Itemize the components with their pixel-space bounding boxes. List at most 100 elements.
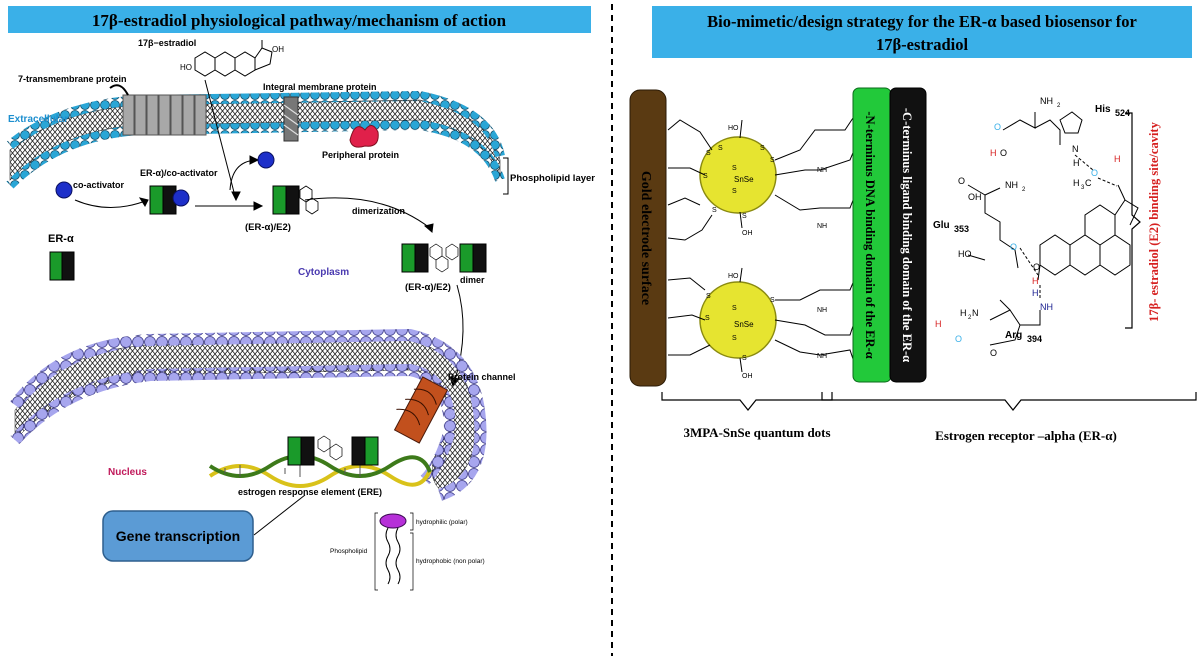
dimer-label: dimer: [460, 275, 485, 285]
svg-text:NH: NH: [817, 307, 827, 314]
svg-text:H: H: [1032, 288, 1039, 298]
hydrophobic-label: hydrophobic (non polar): [416, 558, 485, 565]
svg-text:S: S: [705, 315, 710, 322]
svg-text:S: S: [718, 145, 723, 152]
svg-text:S: S: [706, 293, 711, 300]
svg-text:S: S: [770, 157, 775, 164]
er-alpha-green: [49, 251, 63, 281]
svg-text:O: O: [1000, 148, 1007, 158]
er-e2-dimer-label: (ER-α)/E2): [405, 282, 451, 293]
receptor-label: Estrogen receptor –alpha (ER-α): [935, 428, 1117, 443]
c-terminus-bar: [889, 87, 927, 383]
svg-text:N: N: [1072, 144, 1079, 154]
svg-text:O: O: [990, 348, 997, 358]
phospholipid-layer-label: Phospholipid layer: [510, 173, 595, 184]
seven-tm-label: 7-transmembrane protein: [18, 74, 127, 84]
er-e2-black: [285, 185, 300, 215]
phospholipid-brace: [503, 157, 509, 195]
peripheral-protein: [349, 125, 379, 148]
svg-text:O: O: [955, 334, 962, 344]
svg-text:HO: HO: [728, 273, 739, 280]
left-title-bar: [8, 6, 591, 33]
svg-text:S: S: [732, 335, 737, 342]
svg-text:394: 394: [1027, 334, 1042, 344]
gene-transcription-label: Gene transcription: [116, 528, 240, 544]
svg-text:OH: OH: [968, 192, 982, 202]
peripheral-label: Peripheral protein: [322, 150, 399, 160]
binding-site-brace: [1125, 112, 1141, 329]
svg-text:NH: NH: [817, 167, 827, 174]
estradiol-label: 17β−estradiol: [138, 38, 196, 48]
svg-text:His: His: [1095, 104, 1111, 115]
svg-text:O: O: [1091, 168, 1098, 178]
svg-text:HO: HO: [728, 125, 739, 132]
n-terminus-label: -N-terminus DNA binding domain of the ER…: [863, 111, 877, 358]
svg-text:C: C: [1085, 178, 1092, 188]
svg-text:S: S: [732, 188, 737, 195]
er-complex-coactivator: [172, 189, 190, 207]
integral-membrane-protein: [283, 96, 299, 142]
ere-label: estrogen response element (ERE): [238, 487, 382, 497]
quantum-dots-brace: [661, 392, 833, 411]
nucleus-label: Nucleus: [108, 467, 147, 478]
nuclear-membrane: [10, 328, 487, 501]
left-title: 17β-estradiol physiological pathway/mech…: [92, 11, 507, 30]
svg-text:O: O: [958, 176, 965, 186]
hydrogen-bonds: [1019, 154, 1118, 300]
right-title-line2: 17β-estradiol: [876, 35, 969, 54]
gene-connector: [253, 494, 306, 536]
snse-bottom: SnSe: [734, 320, 754, 329]
svg-text:O: O: [1033, 262, 1040, 272]
svg-text:H: H: [935, 319, 942, 329]
cell-membrane: [6, 90, 505, 189]
binding-site-label: 17β- estradiol (E2) binding site/cavity: [1147, 121, 1161, 321]
mpa-ligand-chains: [667, 114, 856, 373]
phospholipid-legend: [374, 512, 414, 591]
svg-text:H: H: [990, 148, 997, 158]
svg-text:S: S: [770, 297, 775, 304]
er-coactivator-label: ER-α)/co-activator: [140, 168, 218, 178]
er-e2-label: (ER-α)/E2): [245, 222, 291, 233]
svg-text:2: 2: [968, 315, 972, 321]
svg-text:OH: OH: [742, 373, 753, 380]
estradiol-oh: OH: [272, 45, 284, 54]
svg-text:Glu: Glu: [933, 220, 950, 231]
svg-text:NH: NH: [817, 353, 827, 360]
svg-text:524: 524: [1115, 108, 1130, 118]
gold-electrode-surface: [629, 89, 667, 387]
svg-text:N: N: [972, 308, 979, 318]
er-e2-ligand: [299, 185, 319, 215]
er-alpha-black: [61, 251, 75, 281]
svg-text:H: H: [960, 308, 967, 318]
svg-text:S: S: [732, 165, 737, 172]
svg-text:H: H: [1073, 178, 1080, 188]
estradiol-structure: [194, 40, 273, 77]
binding-site-structure: [967, 111, 1139, 346]
svg-text:HO: HO: [958, 249, 972, 259]
svg-text:O: O: [1010, 242, 1017, 252]
svg-text:NH: NH: [1040, 96, 1053, 106]
gene-transcription-box: [102, 510, 254, 562]
free-coactivator-ball: [257, 151, 275, 169]
right-title-bar: [652, 6, 1192, 58]
er-alpha-label: ER-α: [48, 233, 74, 245]
dimerization-label: dimerization: [352, 206, 405, 216]
svg-text:3: 3: [1081, 185, 1085, 191]
svg-text:Arg: Arg: [1005, 330, 1022, 341]
svg-text:O: O: [994, 122, 1001, 132]
svg-text:OH: OH: [742, 230, 753, 237]
svg-text:S: S: [742, 213, 747, 220]
svg-text:NH: NH: [1005, 180, 1018, 190]
svg-text:S: S: [703, 173, 708, 180]
quantum-dots-label: 3MPA-SnSe quantum dots: [683, 425, 830, 440]
gold-electrode-label: Gold electrode surface: [638, 171, 653, 305]
extracellular-label: Extracellular: [8, 114, 68, 125]
svg-text:S: S: [712, 207, 717, 214]
c-terminus-label: -C-terminus ligand binding domain of the…: [900, 108, 914, 362]
svg-text:S: S: [742, 355, 747, 362]
svg-text:2: 2: [1057, 103, 1061, 109]
